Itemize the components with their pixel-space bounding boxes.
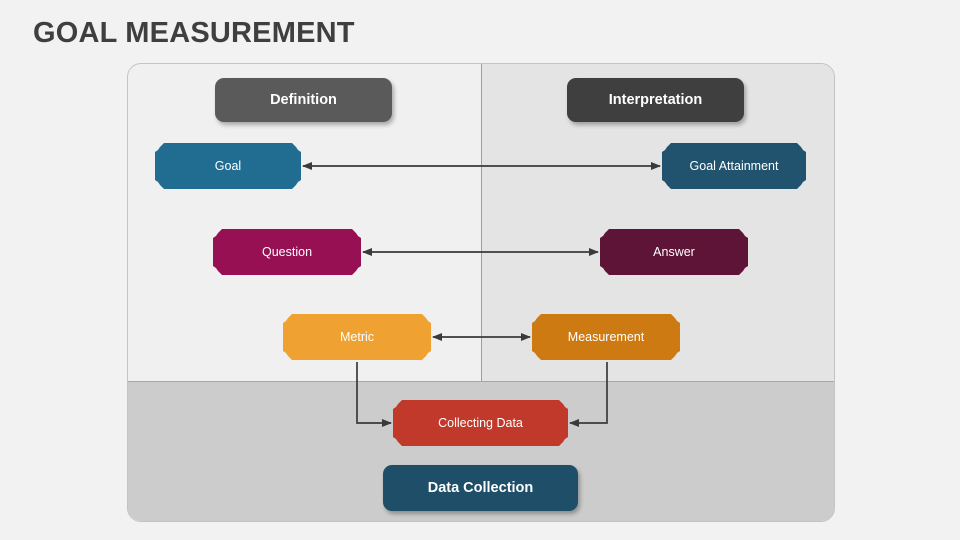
band-header-data-collection[interactable]: Data Collection — [383, 465, 578, 511]
node-question[interactable]: Question — [213, 229, 361, 275]
diagram-panel — [127, 63, 835, 522]
column-header-interpretation[interactable]: Interpretation — [567, 78, 744, 122]
node-answer[interactable]: Answer — [600, 229, 748, 275]
panel-vertical-divider — [481, 64, 482, 381]
node-goal-attainment[interactable]: Goal Attainment — [662, 143, 806, 189]
node-metric[interactable]: Metric — [283, 314, 431, 360]
page-title: GOAL MEASUREMENT — [33, 17, 355, 49]
node-measurement[interactable]: Measurement — [532, 314, 680, 360]
node-collecting-data[interactable]: Collecting Data — [393, 400, 568, 446]
column-header-definition[interactable]: Definition — [215, 78, 392, 122]
node-goal[interactable]: Goal — [155, 143, 301, 189]
panel-horizontal-divider — [128, 381, 834, 382]
